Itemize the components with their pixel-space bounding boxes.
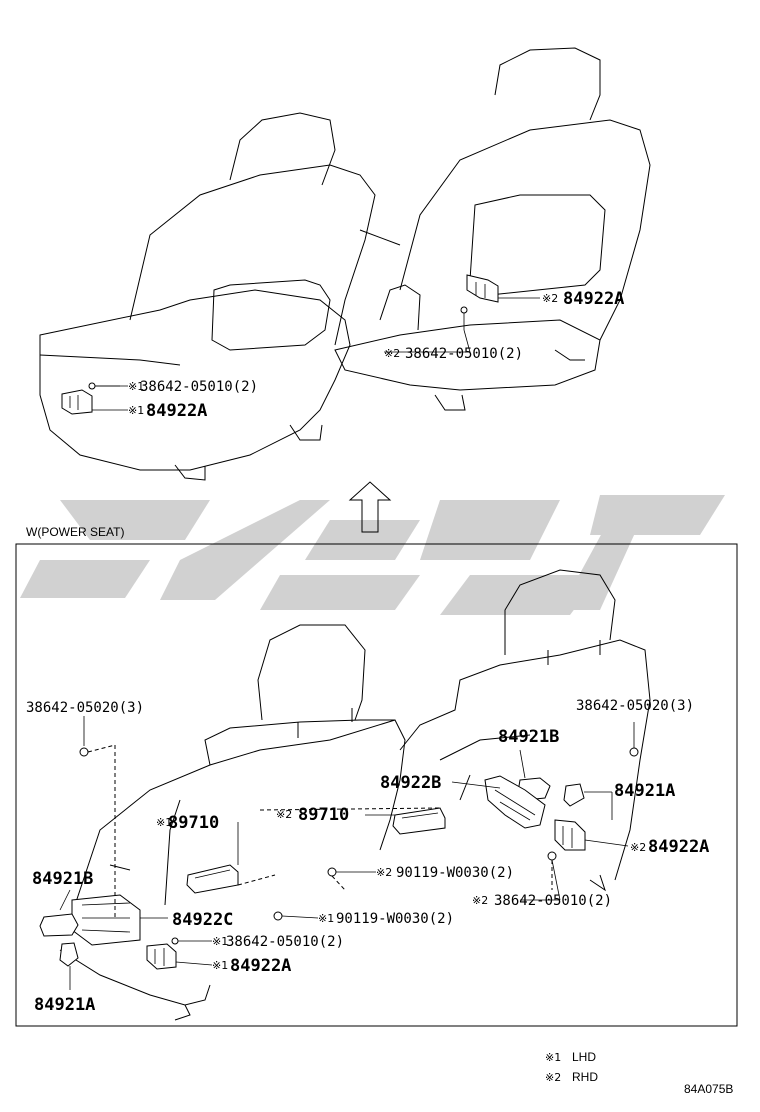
- legend-item-rhd: ※2 RHD: [545, 1070, 598, 1084]
- label-cover-84922c: 84922C: [172, 910, 233, 930]
- mark: ※2: [472, 894, 488, 907]
- knob-84921a-left-part: [59, 942, 79, 967]
- top-label-screw-1: ※1 38642-05010(2): [128, 379, 258, 395]
- legend: ※1 LHD ※2 RHD: [545, 1050, 598, 1084]
- top-seat-left: [39, 112, 376, 481]
- screw-left-mid-part: [171, 937, 179, 945]
- top-screw-2-part: [460, 306, 471, 353]
- label-knob-84921b-left: 84921B: [32, 869, 93, 889]
- part-number: 38642-05010(2): [494, 893, 612, 909]
- top-label-cover-2: ※2 84922A: [542, 289, 624, 309]
- part-number: 84922A: [230, 956, 291, 976]
- label-knob-84921a-left: 84921A: [34, 995, 95, 1015]
- mark: ※1: [128, 404, 144, 417]
- screw-mid-2-part: [327, 867, 337, 877]
- label-screw-2-mid: ※2 90119-W0030(2): [376, 865, 514, 881]
- top-cover-2-part: [466, 274, 499, 303]
- part-number: 84922A: [648, 837, 709, 857]
- part-number: 90119-W0030(2): [336, 911, 454, 927]
- label-cover-1-left: ※1 84922A: [212, 956, 291, 976]
- bottom-seat-right: [399, 569, 651, 892]
- cover-84922a-left-part: [146, 943, 177, 970]
- mark: ※2: [276, 808, 292, 821]
- label-cover-84922b: 84922B: [380, 773, 441, 793]
- label-knob-84921b-right: 84921B: [498, 727, 559, 747]
- top-label-screw-2: ※2 38642-05010(2): [384, 346, 523, 362]
- label-cover-2-right: ※2 84922A: [630, 837, 709, 857]
- figure-code: 84A075B: [684, 1082, 733, 1096]
- label-knob-84921a-right: 84921A: [614, 781, 675, 801]
- power-seat-frame: [15, 543, 738, 1027]
- part-number: 84922A: [563, 289, 624, 309]
- label-switch-2: ※2 89710: [276, 805, 349, 825]
- cover-84922a-right-part: [554, 819, 586, 851]
- top-seat-right: [334, 47, 651, 411]
- screw-right-mid-part: [547, 851, 557, 890]
- label-switch-1: ※1 89710: [156, 813, 219, 833]
- part-number: 89710: [168, 813, 219, 833]
- part-number: 90119-W0030(2): [396, 865, 514, 881]
- label-screw-2-right: ※2 38642-05010(2): [472, 893, 612, 909]
- mark: ※1: [212, 959, 228, 972]
- screw-left-top-part: [79, 744, 116, 920]
- label-screw-1-mid: ※1 90119-W0030(2): [318, 911, 454, 927]
- mark: ※1: [212, 935, 228, 948]
- part-number: 84922A: [146, 401, 207, 421]
- part-number: 89710: [298, 805, 349, 825]
- legend-text: LHD: [572, 1050, 596, 1064]
- mark: ※1: [318, 912, 334, 925]
- watermark-logo: [20, 495, 725, 615]
- bottom-seat-left: [59, 624, 406, 1021]
- section-title: W(POWER SEAT): [26, 525, 124, 539]
- mark: ※1: [156, 816, 172, 829]
- knob-84921a-right-part: [563, 783, 585, 807]
- screw-mid-1-part: [273, 911, 283, 921]
- mark: ※2: [542, 292, 558, 305]
- up-arrow: [348, 481, 392, 533]
- cover-84922c-part: [71, 894, 141, 946]
- label-screw-1-left: ※1 38642-05010(2): [212, 934, 344, 950]
- legend-item-lhd: ※1 LHD: [545, 1050, 596, 1064]
- legend-text: RHD: [572, 1070, 598, 1084]
- cover-84922b-part: [484, 775, 546, 829]
- legend-mark: ※2: [545, 1071, 561, 1084]
- label-screw-right-top: 38642-05020(3): [576, 698, 694, 714]
- top-cover-1-part: [61, 389, 93, 415]
- screw-right-top-part: [629, 722, 639, 757]
- part-number: 38642-05010(2): [140, 379, 258, 395]
- part-number: 38642-05010(2): [405, 346, 523, 362]
- switch-89710-left-part: [186, 864, 239, 894]
- switch-89710-right-part: [392, 807, 446, 835]
- part-number: 38642-05010(2): [226, 934, 344, 950]
- mark: ※2: [384, 347, 400, 360]
- legend-mark: ※1: [545, 1051, 561, 1064]
- mark: ※2: [630, 841, 646, 854]
- top-label-cover-1: ※1 84922A: [128, 401, 207, 421]
- knob-84921b-left-part: [39, 913, 79, 937]
- label-screw-left-top: 38642-05020(3): [26, 700, 144, 716]
- mark: ※1: [128, 380, 144, 393]
- mark: ※2: [376, 866, 392, 879]
